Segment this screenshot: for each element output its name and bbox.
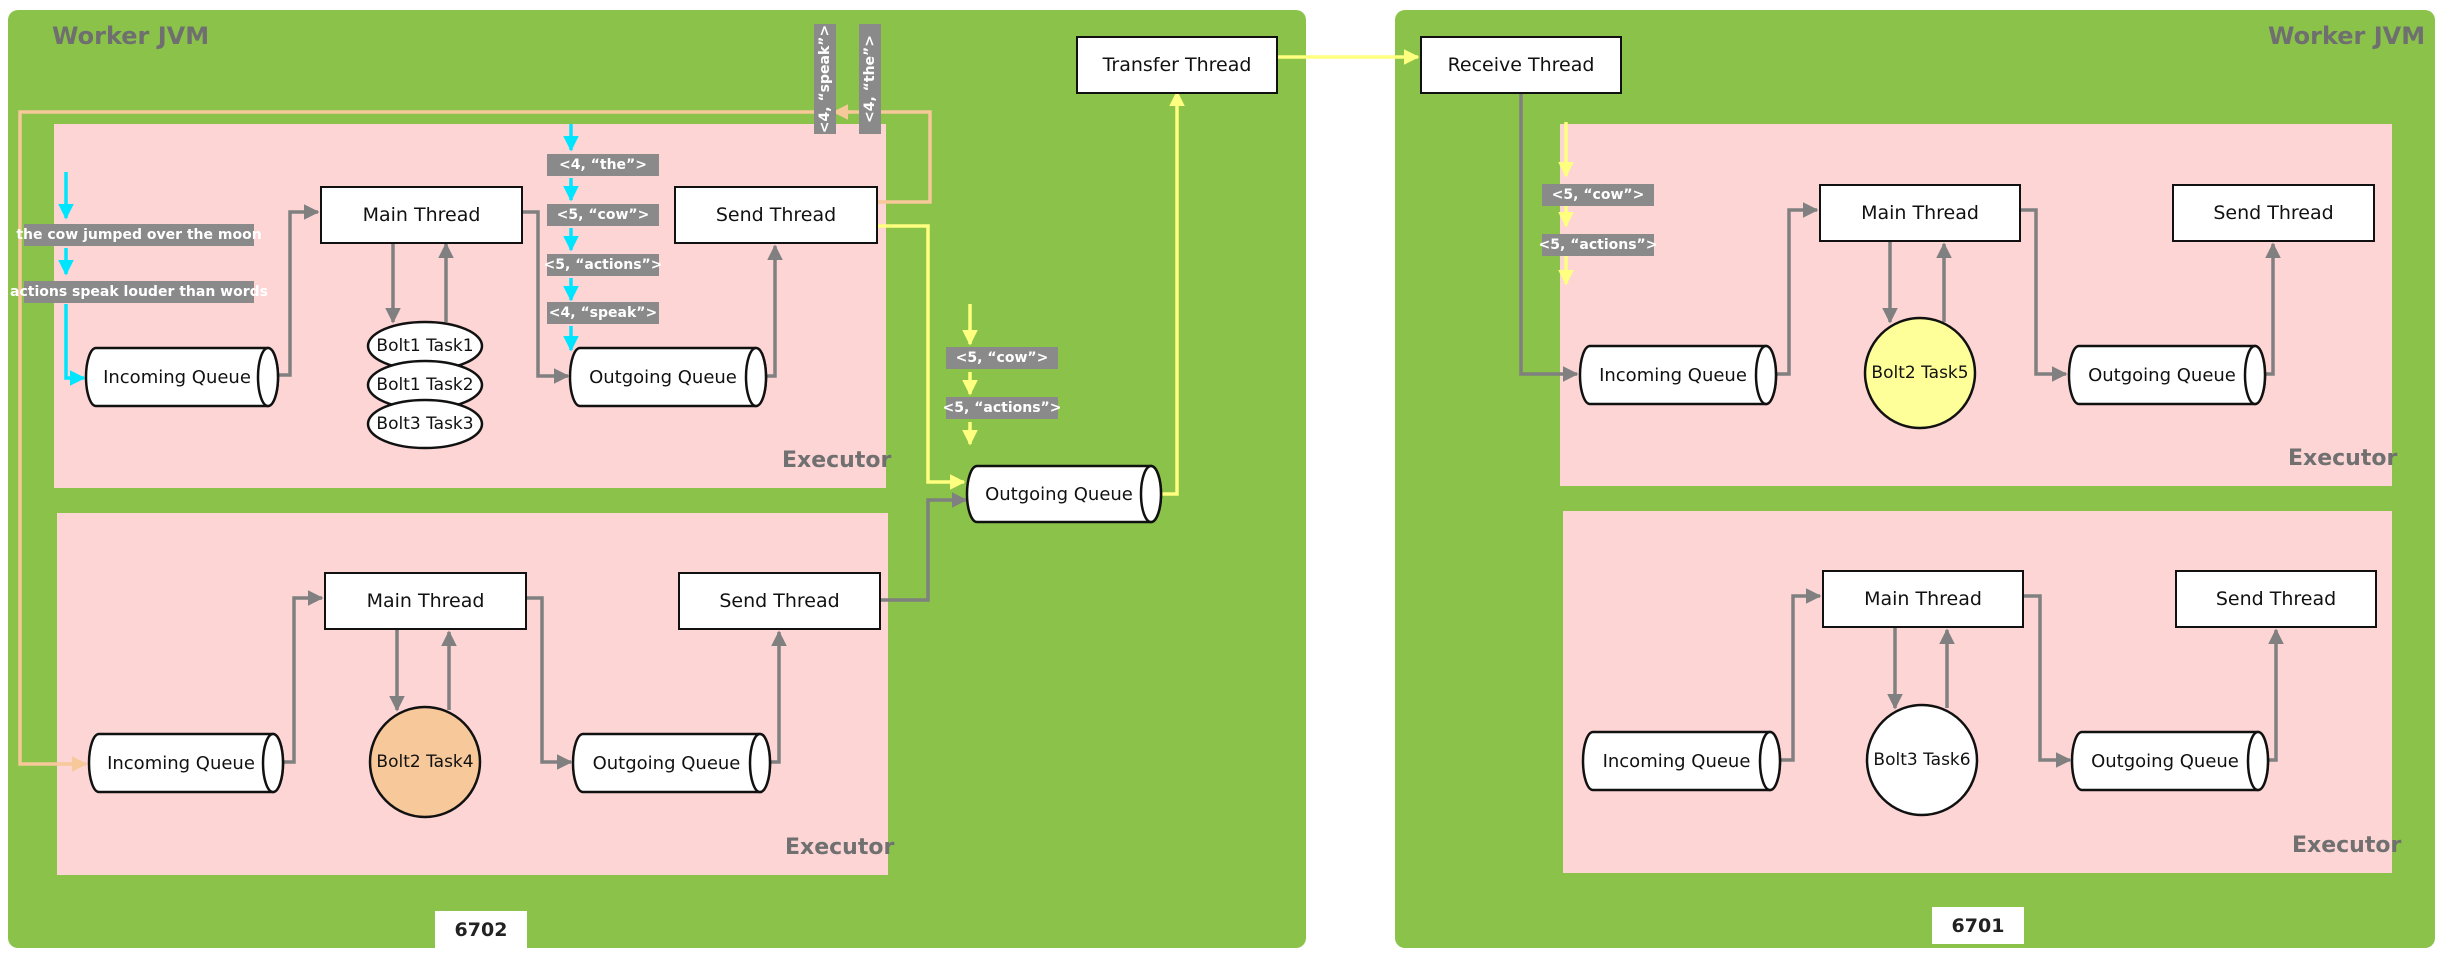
- task-label: Bolt1 Task2: [376, 375, 474, 395]
- outgoing-queue-label: Outgoing Queue: [2091, 750, 2239, 772]
- outgoing-queue-label: Outgoing Queue: [592, 752, 741, 774]
- transfer-thread-box[interactable]: Transfer Thread: [1076, 36, 1278, 94]
- arrow-incoming-to-main: [1779, 588, 1822, 762]
- port-label: 6702: [435, 911, 527, 948]
- tuple-tag: <4, “the”>: [547, 154, 659, 176]
- task-label: Bolt2 Task5: [1871, 363, 1969, 383]
- task-label: Bolt3 Task3: [376, 414, 474, 434]
- main-thread-box[interactable]: Main Thread: [320, 186, 523, 244]
- outgoing-queue-cylinder: [568, 346, 768, 408]
- task-label: Bolt2 Task4: [376, 752, 474, 772]
- arrow-outgoing-to-send: [769, 630, 787, 764]
- send-thread-box[interactable]: Send Thread: [2172, 184, 2375, 242]
- port-label: 6701: [1932, 907, 2024, 944]
- main-thread-box[interactable]: Main Thread: [1819, 184, 2021, 242]
- incoming-queue-cylinder: [1581, 730, 1782, 792]
- task-label: Bolt3 Task6: [1873, 750, 1971, 770]
- arrow-local-route: [18, 110, 932, 772]
- outgoing-queue-cylinder: [571, 732, 772, 794]
- outgoing-queue-cylinder: [2067, 344, 2267, 406]
- task-circle: [1865, 703, 1979, 817]
- arrow-outgoing-to-send: [2264, 242, 2281, 376]
- incoming-queue-cylinder: [1578, 344, 1778, 406]
- send-thread-box[interactable]: Send Thread: [678, 572, 881, 630]
- send-thread-box[interactable]: Send Thread: [2175, 570, 2377, 628]
- task-ellipse: [366, 398, 484, 450]
- arrow-outgoing-to-send: [2267, 628, 2284, 762]
- arrow-incoming-to-main: [1775, 202, 1819, 376]
- incoming-queue-label: Incoming Queue: [1602, 750, 1751, 772]
- jvm-right-title: Worker JVM: [2268, 22, 2426, 50]
- outgoing-queue-label: Outgoing Queue: [985, 483, 1133, 505]
- executor-label: Executor: [782, 448, 892, 473]
- tuple-tag: <4, “speak”>: [547, 302, 659, 324]
- jvm-left-title: Worker JVM: [52, 22, 210, 50]
- receive-thread-box[interactable]: Receive Thread: [1420, 36, 1622, 94]
- main-thread-box[interactable]: Main Thread: [1822, 570, 2024, 628]
- incoming-queue-cylinder: [84, 346, 280, 408]
- task-circle: [368, 705, 482, 819]
- send-thread-box[interactable]: Send Thread: [674, 186, 878, 244]
- message-tag: actions speak louder than words: [10, 281, 268, 303]
- task-label: Bolt1 Task1: [376, 336, 474, 356]
- arrow-send-to-transfer-queue: [878, 224, 966, 490]
- incoming-queue-label: Incoming Queue: [103, 366, 251, 388]
- arrow-main-to-outgoing: [526, 596, 573, 770]
- executor-label: Executor: [2292, 833, 2402, 858]
- main-thread-box[interactable]: Main Thread: [324, 572, 527, 630]
- tuple-tag: <5, “actions”>: [1539, 234, 1657, 256]
- arrow-outgoing-to-send: [766, 244, 783, 378]
- message-tag: the cow jumped over the moon: [16, 224, 262, 246]
- arrow-send-to-transfer-queue: [881, 492, 968, 602]
- outgoing-queue-cylinder: [965, 464, 1163, 524]
- executor-label: Executor: [785, 835, 895, 860]
- outgoing-queue-label: Outgoing Queue: [589, 366, 737, 388]
- outgoing-queue-label: Outgoing Queue: [2088, 364, 2236, 386]
- task-circle: [1863, 316, 1977, 430]
- tuple-tag-text: <4, “speak”>: [817, 24, 833, 134]
- executor-label: Executor: [2288, 446, 2398, 471]
- arrow-main-to-outgoing: [2021, 208, 2068, 382]
- incoming-queue-label: Incoming Queue: [1599, 364, 1747, 386]
- tuple-tag: <5, “cow”>: [547, 204, 659, 226]
- incoming-queue-label: Incoming Queue: [107, 752, 255, 774]
- tuple-tag: <5, “actions”>: [943, 397, 1061, 419]
- tuple-tag: <5, “cow”>: [1542, 184, 1654, 206]
- arrow-receive-to-incoming: [1519, 92, 1579, 382]
- arrow-main-to-outgoing: [2024, 594, 2072, 768]
- arrow-queue-to-transfer: [1162, 90, 1185, 496]
- tuple-tag: <5, “actions”>: [544, 254, 662, 276]
- arrow-incoming-to-main: [276, 204, 320, 377]
- tuple-tag-text: <4, “the”>: [862, 35, 878, 123]
- incoming-queue-cylinder: [87, 732, 285, 794]
- tuple-tag: <5, “cow”>: [946, 347, 1058, 369]
- tuple-tag-vertical: <4, “the”>: [859, 24, 881, 134]
- arrow-incoming-to-main: [280, 590, 324, 764]
- outgoing-queue-cylinder: [2070, 730, 2270, 792]
- arrow-main-to-outgoing: [523, 210, 570, 384]
- tuple-tag-vertical: <4, “speak”>: [814, 24, 836, 134]
